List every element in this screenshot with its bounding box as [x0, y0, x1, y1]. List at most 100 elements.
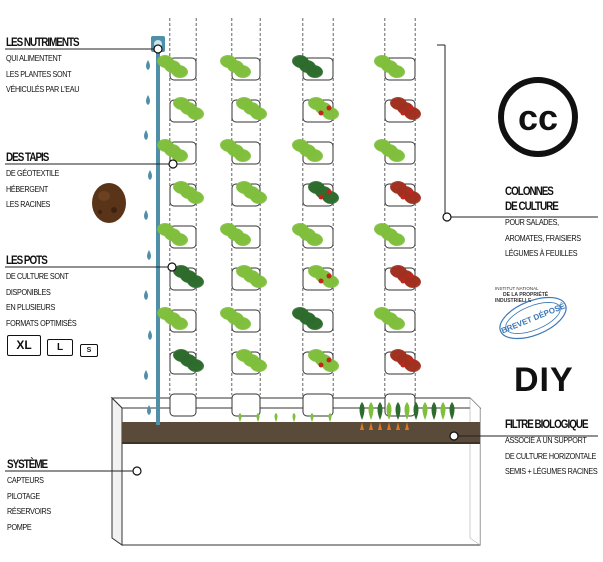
label-tapis: DES TAPIS DE GÉOTEXTILE HÉBERGENT LES RA…	[6, 151, 68, 213]
desc-line: EN PLUSIEURS	[6, 302, 55, 313]
label-tapis-title: DES TAPIS	[6, 150, 49, 164]
droplet	[147, 405, 151, 415]
leaf	[251, 108, 267, 120]
desc-line: FORMATS OPTIMISÉS	[6, 318, 77, 329]
leaf	[172, 234, 188, 246]
size-xl-badge: XL	[7, 335, 41, 356]
leaf	[251, 360, 267, 372]
droplet	[144, 210, 148, 220]
leaf	[172, 66, 188, 78]
desc-line: POUR SALADES,	[505, 217, 559, 227]
desc-line: SEMIS + LÉGUMES RACINES	[505, 466, 598, 477]
leaf	[389, 234, 405, 246]
desc-line: DE CULTURE SONT	[6, 271, 69, 281]
column	[157, 18, 204, 417]
leaf	[188, 192, 204, 204]
seedling	[449, 402, 455, 420]
leaf	[172, 150, 188, 162]
berry	[318, 278, 324, 284]
sprout	[256, 413, 260, 422]
leaf	[323, 276, 339, 288]
column	[292, 18, 339, 417]
carrot	[360, 422, 364, 430]
seedling	[359, 402, 365, 420]
column	[220, 18, 267, 417]
berry	[408, 273, 414, 279]
berry	[400, 362, 406, 368]
desc-line: VÉHICULÉS PAR L'EAU	[6, 84, 80, 95]
leaf	[405, 192, 421, 204]
svg-text:INDUSTRIELLE: INDUSTRIELLE	[495, 298, 532, 304]
size-l-badge: L	[47, 339, 73, 356]
filter-plants	[238, 402, 455, 430]
label-pots-title: LES POTS	[6, 253, 48, 267]
svg-text:INSTITUT NATIONAL: INSTITUT NATIONAL	[495, 286, 539, 291]
leaf	[389, 66, 405, 78]
tank	[110, 396, 482, 546]
label-systeme: SYSTÈME CAPTEURS PILOTAGE RÉSERVOIRS POM…	[7, 458, 59, 536]
label-colonnes-title-1: COLONNES	[505, 184, 554, 198]
label-colonnes-desc: POUR SALADES, AROMATES, FRAISIERS LÉGUME…	[505, 215, 581, 262]
seedling	[431, 402, 437, 420]
svg-text:DE LA PROPRIÉTÉ: DE LA PROPRIÉTÉ	[503, 290, 549, 298]
desc-line: RÉSERVOIRS	[7, 506, 51, 517]
desc-line: PILOTAGE	[7, 490, 40, 501]
seedling	[386, 402, 392, 420]
desc-line: LES PLANTES SONT	[6, 68, 72, 79]
creative-commons-logo: cc	[498, 77, 578, 157]
leader-dots	[132, 44, 459, 476]
berry	[400, 194, 406, 200]
berry	[326, 189, 332, 195]
label-nutriments: LES NUTRIMENTS QUI ALIMENTENT LES PLANTE…	[6, 36, 95, 98]
carrot	[396, 422, 400, 430]
berry	[318, 362, 324, 368]
leaf	[235, 234, 251, 246]
label-colonnes-title-2: DE CULTURE	[505, 199, 559, 213]
sprout	[328, 413, 332, 422]
desc-line: POMPE	[7, 522, 32, 533]
carrot	[405, 422, 409, 430]
sprout	[238, 413, 242, 422]
leaf	[188, 360, 204, 372]
label-pots-desc: DE CULTURE SONT DISPONIBLES EN PLUSIEURS…	[6, 269, 77, 332]
leaf	[323, 360, 339, 372]
desc-line: DISPONIBLES	[6, 286, 51, 297]
desc-line: DE CULTURE HORIZONTALE	[505, 450, 597, 461]
desc-line: QUI ALIMENTENT	[6, 53, 62, 63]
seedling	[377, 402, 383, 420]
label-nutriments-desc: QUI ALIMENTENT LES PLANTES SONT VÉHICULÉ…	[6, 51, 81, 98]
label-nutriments-title: LES NUTRIMENTS	[6, 35, 80, 49]
label-systeme-title: SYSTÈME	[7, 457, 48, 471]
leaf	[307, 234, 323, 246]
droplet	[144, 370, 148, 380]
leaf	[235, 318, 251, 330]
leaf	[188, 108, 204, 120]
leaf	[235, 150, 251, 162]
sprout	[310, 413, 314, 422]
droplet	[146, 60, 150, 70]
droplet	[146, 95, 150, 105]
seedling	[422, 402, 428, 420]
brevet-stamp: INSTITUT NATIONAL DE LA PROPRIÉTÉ INDUST…	[495, 286, 567, 340]
berry	[400, 278, 406, 284]
label-colonnes: COLONNES DE CULTURE POUR SALADES, AROMAT…	[505, 185, 594, 262]
droplet	[144, 290, 148, 300]
label-systeme-desc: CAPTEURS PILOTAGE RÉSERVOIRS POMPE	[7, 473, 51, 536]
desc-line: LES RACINES	[6, 199, 51, 210]
seedling	[404, 402, 410, 420]
label-filtre: FILTRE BIOLOGIQUE ASSOCIÉ À UN SUPPORT D…	[505, 418, 603, 480]
droplet	[148, 170, 152, 180]
leaf	[405, 108, 421, 120]
label-tapis-desc: DE GÉOTEXTILE HÉBERGENT LES RACINES	[6, 166, 59, 213]
berry	[326, 273, 332, 279]
label-filtre-title: FILTRE BIOLOGIQUE	[505, 417, 589, 431]
leaf	[172, 318, 188, 330]
column	[374, 18, 421, 417]
seedling	[413, 402, 419, 420]
berry	[326, 357, 332, 363]
droplet	[147, 250, 151, 260]
droplet	[148, 330, 152, 340]
desc-line: AROMATES, FRAISIERS	[505, 232, 581, 243]
leaf	[235, 66, 251, 78]
